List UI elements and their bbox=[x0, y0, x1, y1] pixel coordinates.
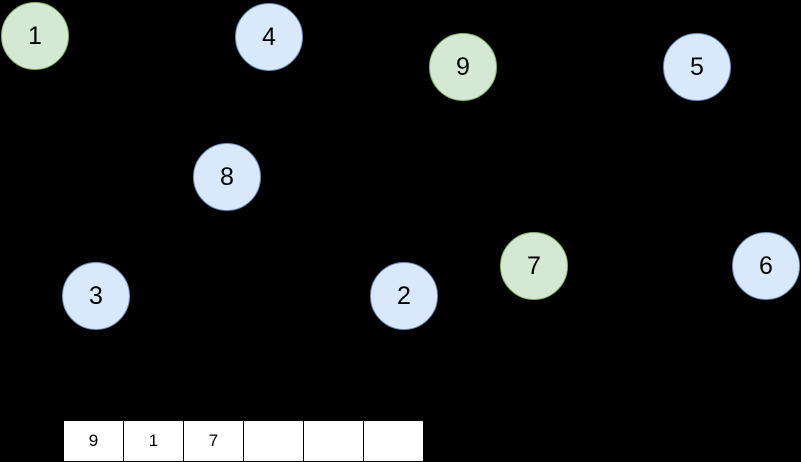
array-cell-1[interactable]: 1 bbox=[123, 420, 184, 462]
graph-node-label: 8 bbox=[220, 162, 234, 191]
graph-node-label: 2 bbox=[397, 281, 411, 310]
graph-node-label: 1 bbox=[28, 21, 42, 50]
graph-node-label: 7 bbox=[527, 251, 541, 280]
array-cell-4[interactable] bbox=[303, 420, 364, 462]
graph-node-1[interactable]: 1 bbox=[1, 2, 69, 70]
graph-node-label: 4 bbox=[262, 22, 276, 51]
graph-node-label: 9 bbox=[456, 52, 470, 81]
array-cell-2[interactable]: 7 bbox=[183, 420, 244, 462]
graph-node-label: 3 bbox=[89, 281, 103, 310]
graph-node-9[interactable]: 9 bbox=[429, 33, 497, 101]
graph-node-label: 5 bbox=[690, 52, 704, 81]
graph-node-4[interactable]: 4 bbox=[235, 3, 303, 71]
graph-node-2[interactable]: 2 bbox=[370, 262, 438, 330]
graph-node-8[interactable]: 8 bbox=[193, 143, 261, 211]
graph-node-label: 6 bbox=[759, 251, 773, 280]
graph-node-7[interactable]: 7 bbox=[500, 232, 568, 300]
array-cell-3[interactable] bbox=[243, 420, 304, 462]
graph-node-5[interactable]: 5 bbox=[663, 33, 731, 101]
graph-node-3[interactable]: 3 bbox=[62, 262, 130, 330]
array-cell-5[interactable] bbox=[363, 420, 424, 462]
graph-node-6[interactable]: 6 bbox=[732, 232, 800, 300]
array-cell-0[interactable]: 9 bbox=[63, 420, 124, 462]
